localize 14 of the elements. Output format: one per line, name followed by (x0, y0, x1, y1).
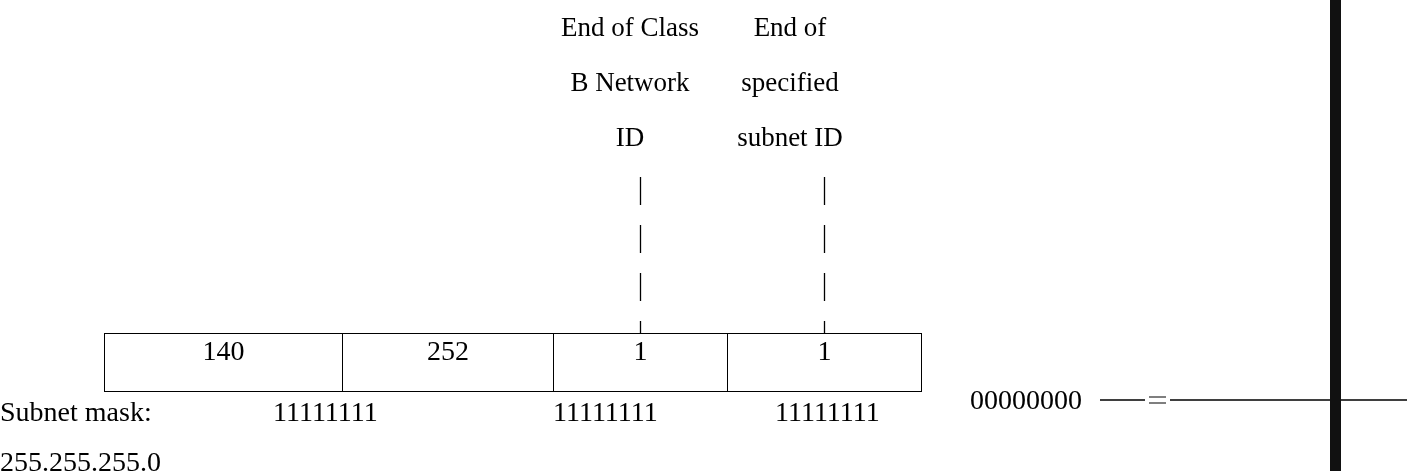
leader-line (639, 176, 642, 334)
mask-value: 255.255.255.0 (0, 445, 161, 471)
field-box: 140 (104, 333, 343, 392)
bit-value: 11111111 (273, 395, 378, 429)
bit-value: 11111111 (553, 395, 658, 429)
field-box: 1 (727, 333, 922, 392)
bit-value: 00000000 (970, 383, 1082, 417)
field-box: 1 (553, 333, 728, 392)
annotation-text: End of specified subnet ID (715, 0, 865, 165)
annotation-text: End of Class B Network ID (555, 0, 705, 165)
bit-value: 11111111 (775, 395, 880, 429)
field-box: 252 (342, 333, 554, 392)
row-label: Subnet mask: (0, 395, 152, 429)
leader-line (823, 176, 826, 334)
